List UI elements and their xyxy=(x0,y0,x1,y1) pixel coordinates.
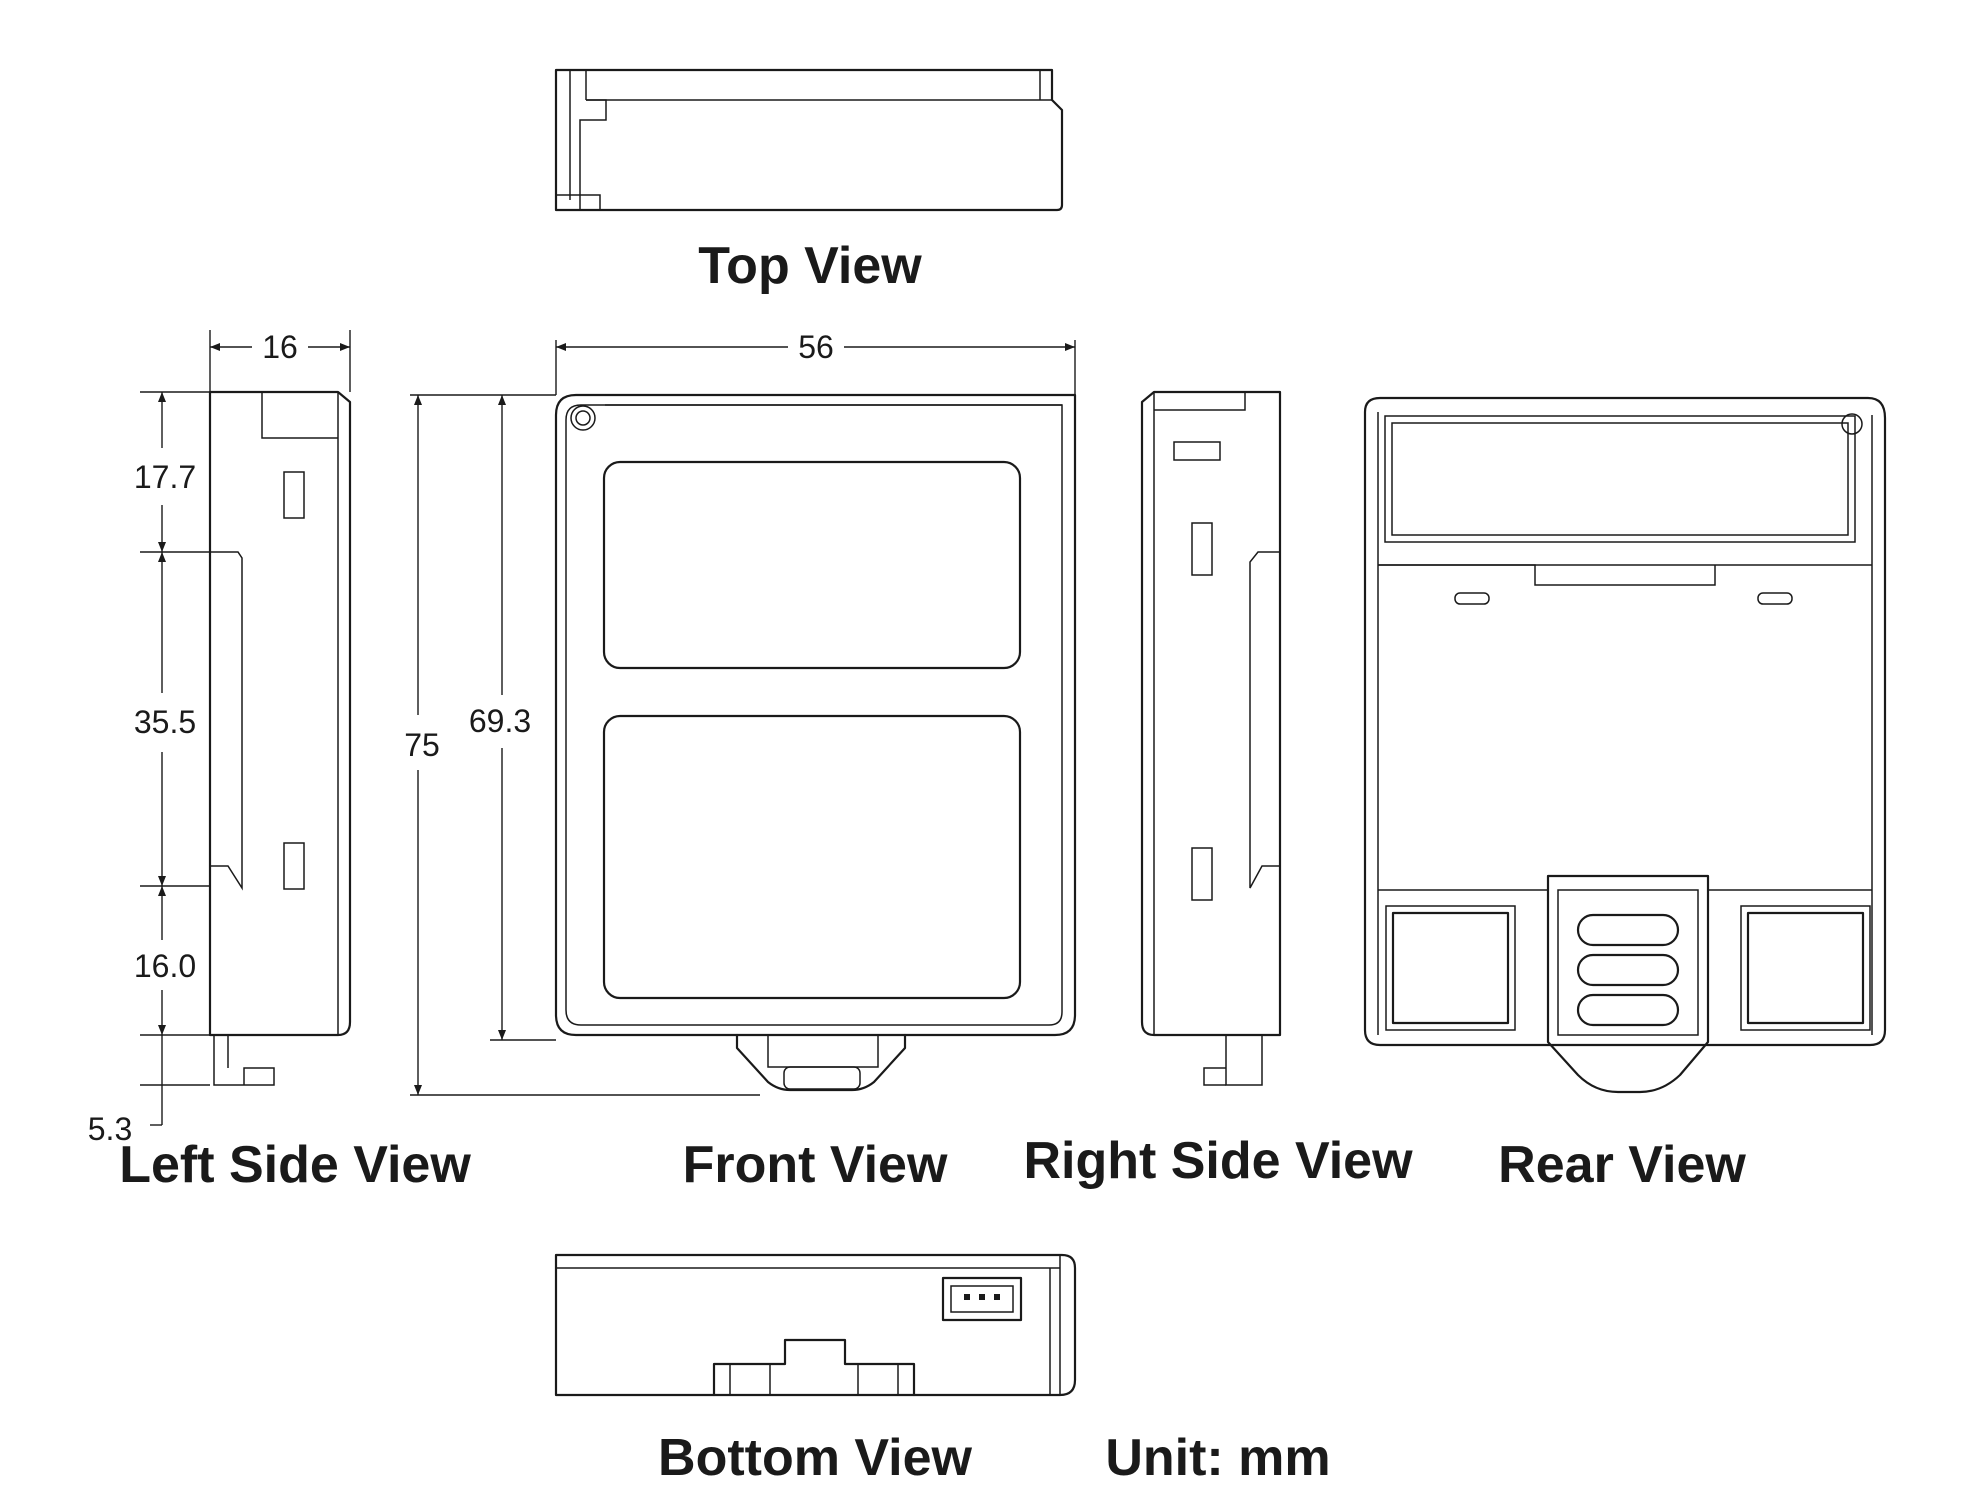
dimension-left-segment-2: 35.5 xyxy=(134,704,196,740)
dimension-width: 56 xyxy=(798,329,834,365)
dimension-left-segment-3: 16.0 xyxy=(134,948,196,984)
left-side-view-label: Left Side View xyxy=(119,1136,471,1194)
right-side-view-drawing xyxy=(1140,390,1282,1086)
bottom-view-label: Bottom View xyxy=(658,1429,973,1487)
front-view-label: Front View xyxy=(683,1136,948,1194)
dimension-left-segment-1: 17.7 xyxy=(134,459,196,495)
bottom-view-drawing xyxy=(554,1253,1077,1397)
top-view-label: Top View xyxy=(698,237,922,295)
dimension-height-total: 75 xyxy=(404,727,440,763)
dimension-left-segment-4: 5.3 xyxy=(88,1111,132,1147)
left-side-view-drawing xyxy=(140,330,352,1126)
rear-view-label: Rear View xyxy=(1498,1136,1746,1194)
unit-label: Unit: mm xyxy=(1105,1429,1330,1487)
rear-view-drawing xyxy=(1363,396,1887,1094)
top-view-drawing xyxy=(554,68,1064,212)
right-side-view-label: Right Side View xyxy=(1023,1132,1413,1190)
front-view-drawing xyxy=(410,340,1077,1096)
dimension-depth: 16 xyxy=(262,329,298,365)
dimension-height-body: 69.3 xyxy=(469,703,531,739)
